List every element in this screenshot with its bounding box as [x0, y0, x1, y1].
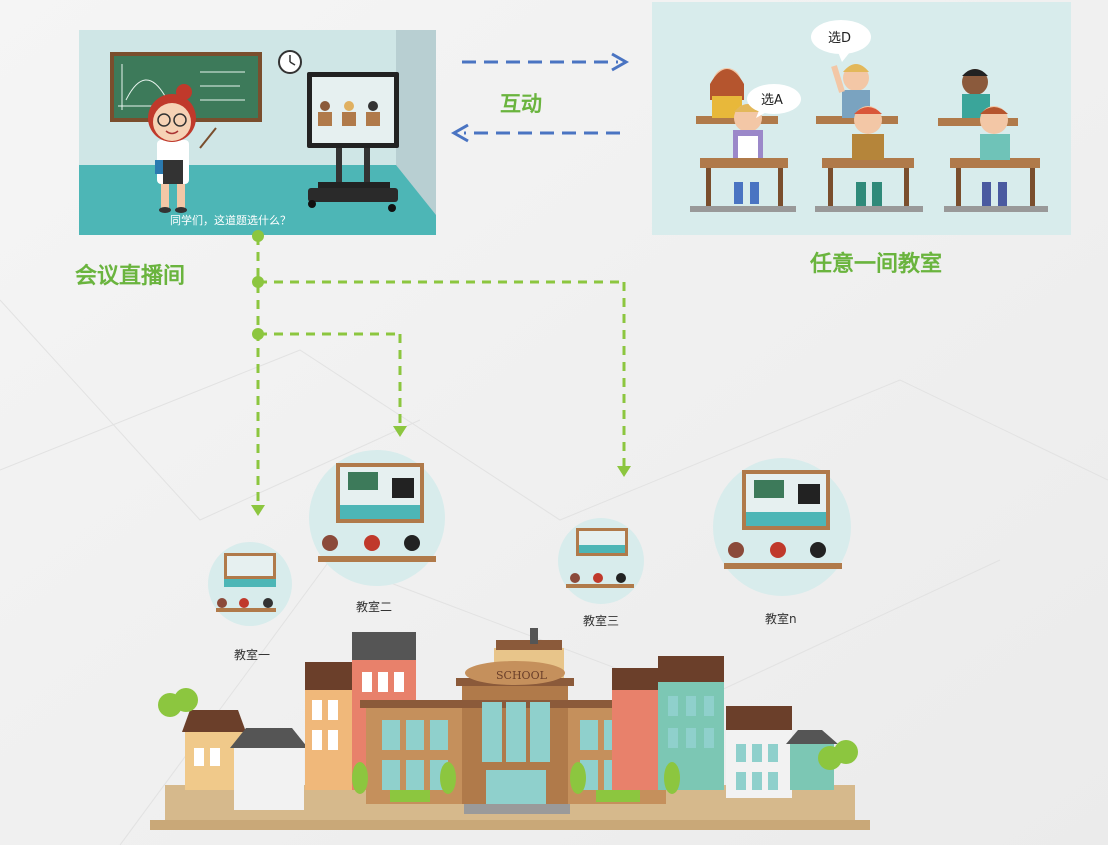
classroom-one-icon — [208, 542, 292, 626]
any-classroom-label: 任意一间教室 — [810, 252, 943, 277]
school-sign: SCHOOL — [496, 669, 548, 682]
interaction-label: 互动 — [500, 92, 542, 116]
classroom-one-label: 教室一 — [234, 648, 271, 662]
bubble-text-d: 选D — [828, 31, 851, 46]
teacher-figure — [148, 84, 217, 213]
interaction-arrows — [450, 52, 630, 143]
bubble-text-a: 选A — [761, 93, 783, 108]
classroom-two-icon — [309, 450, 445, 586]
background-shapes — [0, 299, 1108, 845]
classroom-n-label: 教室n — [765, 612, 797, 626]
smart-board-icon — [307, 72, 399, 212]
any-classroom-panel: 选D 选A — [652, 2, 1071, 235]
live-room-caption: 同学们，这道题选什么？ — [170, 214, 291, 227]
live-room-panel — [79, 30, 436, 235]
classroom-three-icon — [558, 518, 644, 604]
classroom-three-label: 教室三 — [583, 614, 620, 628]
school-illustration — [150, 628, 870, 830]
broadcast-connectors — [256, 236, 626, 505]
classroom-n-icon — [713, 458, 851, 596]
classroom-two-label: 教室二 — [356, 600, 393, 614]
speech-bubble-a — [747, 84, 801, 118]
speech-bubble-d — [811, 20, 871, 62]
live-room-label: 会议直播间 — [75, 264, 186, 289]
connector-nodes — [251, 230, 631, 516]
